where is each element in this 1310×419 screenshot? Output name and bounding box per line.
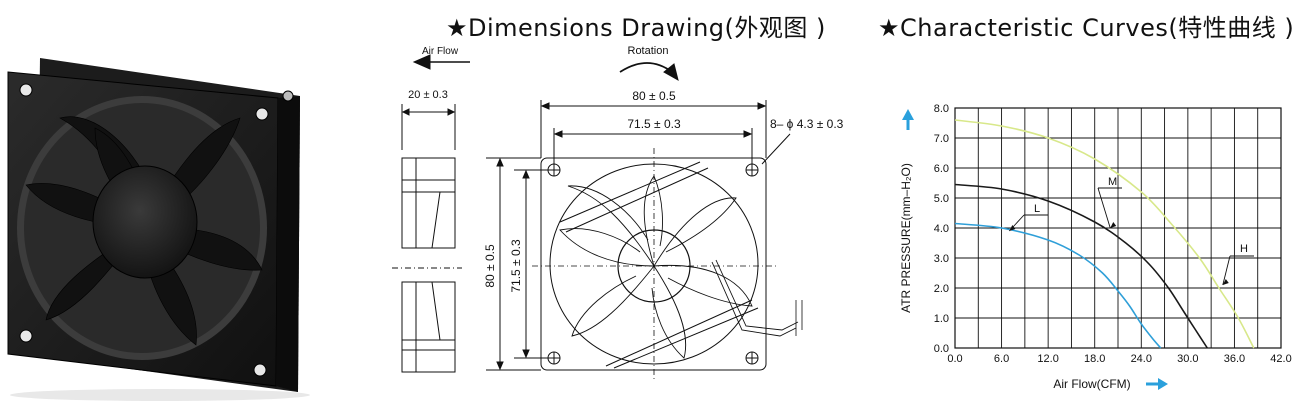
y-tick-label: 2.0	[934, 283, 949, 295]
mount-hole-icon	[19, 83, 33, 97]
corner-hole-icon	[745, 351, 759, 365]
corner-hole-icon	[547, 351, 561, 365]
corner-hole-icon	[745, 163, 759, 177]
x-ticks: 0.0 6.0 12.0 18.0 24.0 30.0 36.0 42.0	[947, 353, 1291, 365]
fan-photo	[7, 58, 310, 401]
series-line-l	[954, 222, 1162, 349]
x-tick-label: 12.0	[1037, 353, 1058, 365]
series-line-m	[954, 183, 1208, 349]
height-outer-dimension: 80 ± 0.5	[483, 244, 497, 288]
rotation-arrow-icon	[663, 63, 679, 82]
callout-line	[1097, 187, 1111, 229]
air-flow-label: Air Flow	[422, 46, 459, 57]
y-tick-label: 5.0	[934, 193, 949, 205]
y-tick-label: 3.0	[934, 253, 949, 265]
x-tick-label: 0.0	[947, 353, 962, 365]
x-tick-label: 42.0	[1270, 353, 1291, 365]
characteristic-chart: 0.0 6.0 12.0 18.0 24.0 30.0 36.0 42.0 0.0 1.0 2.0…	[899, 103, 1292, 391]
series-label-l: L	[1034, 203, 1040, 215]
rotation-label: Rotation	[628, 45, 669, 57]
front-view: Rotation 80 ± 0.5 71.5 ± 0.3 8– ϕ 4.3 ± …	[483, 45, 844, 382]
holes-dimension: 8– ϕ 4.3 ± 0.3	[770, 117, 844, 131]
mount-hole-icon	[19, 329, 33, 343]
series-label-h: H	[1240, 243, 1248, 255]
callout-arrow-icon	[1009, 225, 1016, 231]
height-inner-dimension: 71.5 ± 0.3	[509, 239, 523, 293]
series-labels: H M L	[1009, 176, 1254, 286]
dimensions-heading: ★Dimensions Drawing(外观图 )	[446, 14, 826, 42]
x-axis-arrow-icon	[1158, 378, 1168, 390]
chart-grid	[955, 108, 1281, 348]
y-tick-label: 4.0	[934, 223, 949, 235]
callout-arrow-icon	[1110, 222, 1117, 228]
x-tick-label: 36.0	[1224, 353, 1245, 365]
air-flow-arrow-icon	[412, 54, 431, 70]
chart-series	[954, 119, 1255, 349]
mount-hole-icon	[253, 363, 267, 377]
depth-dimension: 20 ± 0.3	[408, 89, 448, 101]
series-label-m: M	[1108, 176, 1117, 188]
y-axis-label: ATR PRESSURE(mm–H₂O)	[899, 163, 913, 313]
y-axis-arrow-icon	[902, 109, 914, 120]
y-tick-label: 7.0	[934, 133, 949, 145]
x-tick-label: 24.0	[1131, 353, 1152, 365]
y-ticks: 0.0 1.0 2.0 3.0 4.0 5.0 6.0 7.0 8.0	[934, 103, 949, 355]
side-view: Air Flow 20 ± 0.3	[392, 46, 470, 373]
callout-arrow-icon	[1222, 279, 1229, 285]
mount-hole-icon	[255, 107, 269, 121]
curves-heading: ★Characteristic Curves(特性曲线 )	[878, 14, 1295, 42]
y-tick-label: 6.0	[934, 163, 949, 175]
x-tick-label: 18.0	[1084, 353, 1105, 365]
front-frame	[540, 157, 767, 371]
x-tick-label: 30.0	[1177, 353, 1198, 365]
fan-hub	[92, 165, 198, 279]
width-outer-dimension: 80 ± 0.5	[632, 89, 676, 103]
series-line-h	[954, 119, 1255, 349]
corner-hole-icon	[547, 163, 561, 177]
width-inner-dimension: 71.5 ± 0.3	[627, 117, 681, 131]
callout-line	[1222, 255, 1231, 286]
x-axis-label: Air Flow(CFM)	[1053, 377, 1130, 391]
x-tick-label: 6.0	[994, 353, 1009, 365]
y-tick-label: 8.0	[934, 103, 949, 115]
y-tick-label: 1.0	[934, 313, 949, 325]
y-tick-label: 0.0	[934, 343, 949, 355]
